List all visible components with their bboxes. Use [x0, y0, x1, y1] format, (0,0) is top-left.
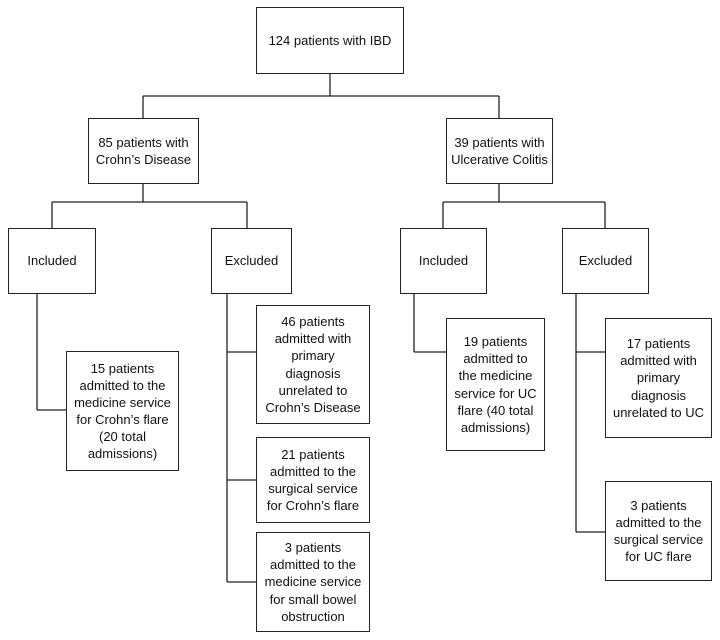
- crohns-excluded-item: 21 patients admitted to the surgical ser…: [256, 437, 370, 523]
- uc-included-box: Included: [400, 228, 487, 294]
- crohns-excluded-box: Excluded: [211, 228, 292, 294]
- uc-excluded-box: Excluded: [562, 228, 649, 294]
- root-box: 124 patients with IBD: [256, 7, 404, 74]
- crohns-excluded-item: 3 patients admitted to the medicine serv…: [256, 532, 370, 632]
- uc-excluded-item: 3 patients admitted to the surgical serv…: [605, 481, 712, 581]
- crohns-included-box: Included: [8, 228, 96, 294]
- ulcerative-colitis-box: 39 patients with Ulcerative Colitis: [446, 118, 553, 184]
- crohns-excluded-item: 46 patients admitted with primary diagno…: [256, 305, 370, 424]
- crohns-disease-box: 85 patients with Crohn’s Disease: [88, 118, 199, 184]
- crohns-included-item: 15 patients admitted to the medicine ser…: [66, 351, 179, 471]
- uc-included-item: 19 patients admitted to the medicine ser…: [446, 318, 545, 451]
- uc-excluded-item: 17 patients admitted with primary diagno…: [605, 318, 712, 438]
